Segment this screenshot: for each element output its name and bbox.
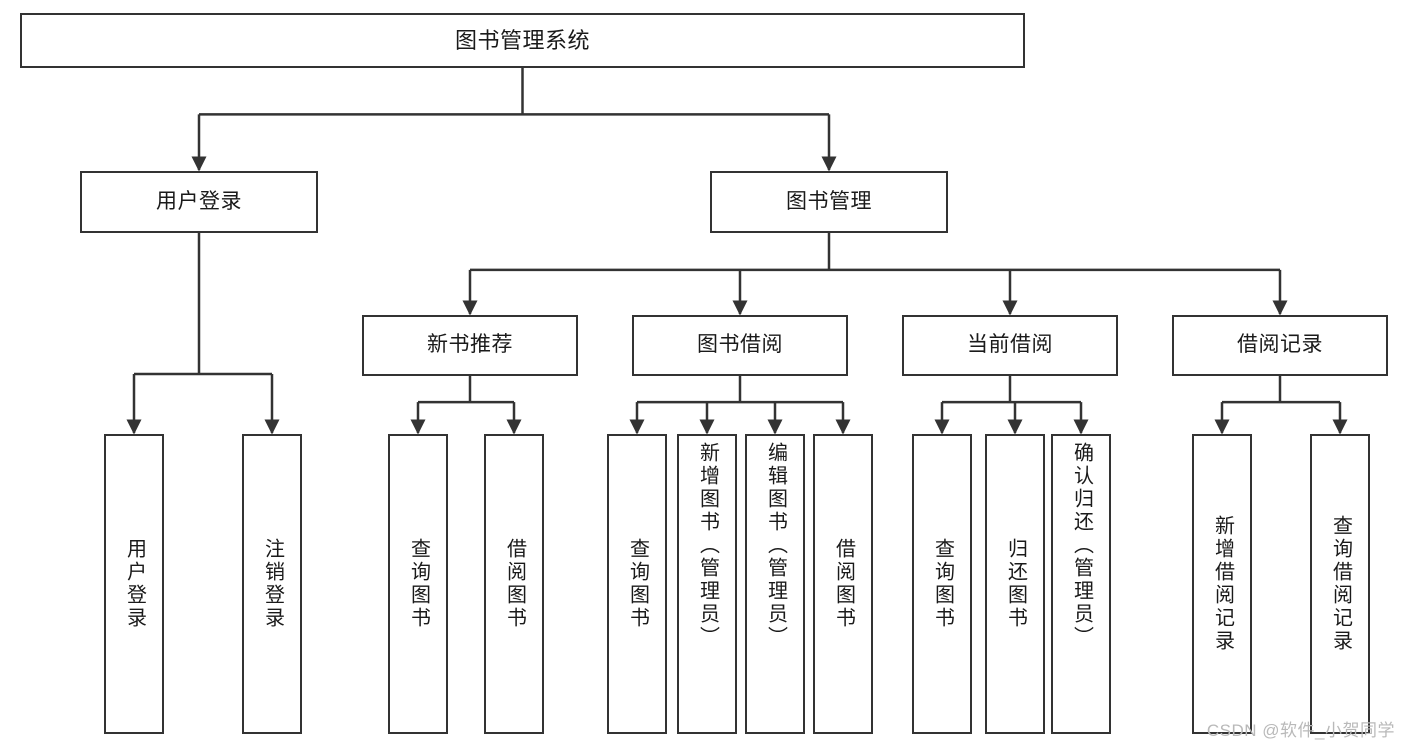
node-leaf-cb-return[interactable]: 归还图书 — [985, 434, 1045, 734]
node-label: 查询借阅记录 — [1329, 515, 1352, 653]
node-label: 借阅图书 — [832, 538, 855, 630]
node-leaf-bb-borrow[interactable]: 借阅图书 — [813, 434, 873, 734]
node-label: 图书借阅 — [697, 333, 783, 357]
node-leaf-rec-query[interactable]: 查询图书 — [388, 434, 448, 734]
node-label: 查询图书 — [931, 538, 954, 630]
node-book-borrow[interactable]: 图书借阅 — [632, 315, 848, 376]
node-label: 图书管理 — [786, 189, 872, 213]
node-label: 用户登录 — [156, 189, 242, 213]
node-leaf-user-login[interactable]: 用户登录 — [104, 434, 164, 734]
node-label: 当前借阅 — [967, 333, 1053, 357]
node-label: 新增图书（管理员） — [696, 442, 719, 649]
node-label: 用户登录 — [123, 538, 146, 630]
node-leaf-bb-add[interactable]: 新增图书（管理员） — [677, 434, 737, 734]
node-label: 查询图书 — [626, 538, 649, 630]
node-label: 查询图书 — [407, 538, 430, 630]
node-label: 借阅记录 — [1237, 333, 1323, 357]
node-leaf-rec-borrow[interactable]: 借阅图书 — [484, 434, 544, 734]
node-label: 编辑图书（管理员） — [764, 442, 787, 649]
node-leaf-br-query[interactable]: 查询借阅记录 — [1310, 434, 1370, 734]
node-leaf-cb-confirm[interactable]: 确认归还（管理员） — [1051, 434, 1111, 734]
node-current-borrow[interactable]: 当前借阅 — [902, 315, 1118, 376]
node-leaf-cb-query[interactable]: 查询图书 — [912, 434, 972, 734]
node-label: 注销登录 — [261, 538, 284, 630]
node-user-login[interactable]: 用户登录 — [80, 171, 318, 233]
node-root[interactable]: 图书管理系统 — [20, 13, 1025, 68]
node-label: 确认归还（管理员） — [1070, 442, 1093, 649]
node-leaf-user-logout[interactable]: 注销登录 — [242, 434, 302, 734]
node-leaf-bb-query[interactable]: 查询图书 — [607, 434, 667, 734]
node-label: 图书管理系统 — [454, 27, 590, 53]
node-leaf-bb-edit[interactable]: 编辑图书（管理员） — [745, 434, 805, 734]
node-label: 新增借阅记录 — [1211, 515, 1234, 653]
node-book-manage[interactable]: 图书管理 — [710, 171, 948, 233]
node-label: 借阅图书 — [503, 538, 526, 630]
node-new-book-rec[interactable]: 新书推荐 — [362, 315, 578, 376]
node-leaf-br-add[interactable]: 新增借阅记录 — [1192, 434, 1252, 734]
node-label: 新书推荐 — [427, 333, 513, 357]
node-borrow-record[interactable]: 借阅记录 — [1172, 315, 1388, 376]
watermark: CSDN @软件_小贺同学 — [1206, 721, 1395, 740]
node-label: 归还图书 — [1004, 538, 1027, 630]
